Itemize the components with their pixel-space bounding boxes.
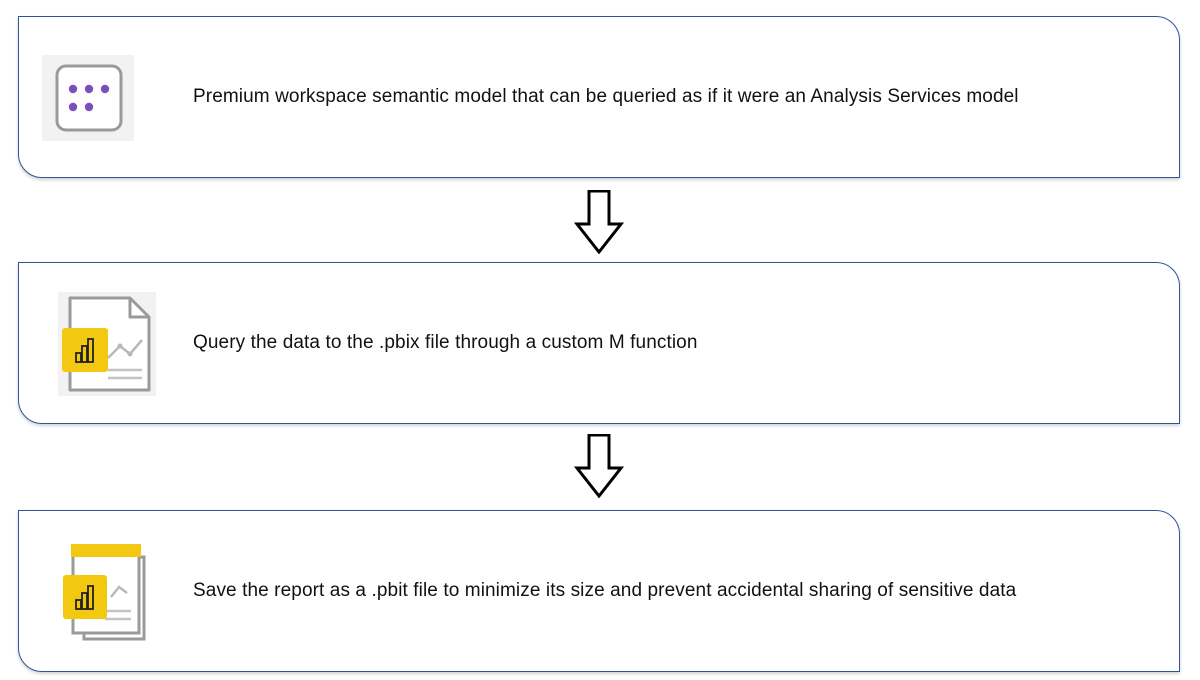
step-box-semantic-model: Premium workspace semantic model that ca… <box>18 16 1180 178</box>
down-arrow-icon <box>574 434 624 498</box>
step-description: Query the data to the .pbix file through… <box>193 332 698 353</box>
semantic-model-icon <box>42 55 134 141</box>
step-box-query-pbix: Query the data to the .pbix file through… <box>18 262 1180 424</box>
pbix-report-file-icon <box>58 292 156 396</box>
pbit-template-file-icon <box>63 544 146 641</box>
step-box-save-pbit: Save the report as a .pbit file to minim… <box>18 510 1180 672</box>
step-description: Save the report as a .pbit file to minim… <box>193 580 1017 601</box>
down-arrow-icon <box>574 190 624 254</box>
step-description: Premium workspace semantic model that ca… <box>193 86 1019 107</box>
